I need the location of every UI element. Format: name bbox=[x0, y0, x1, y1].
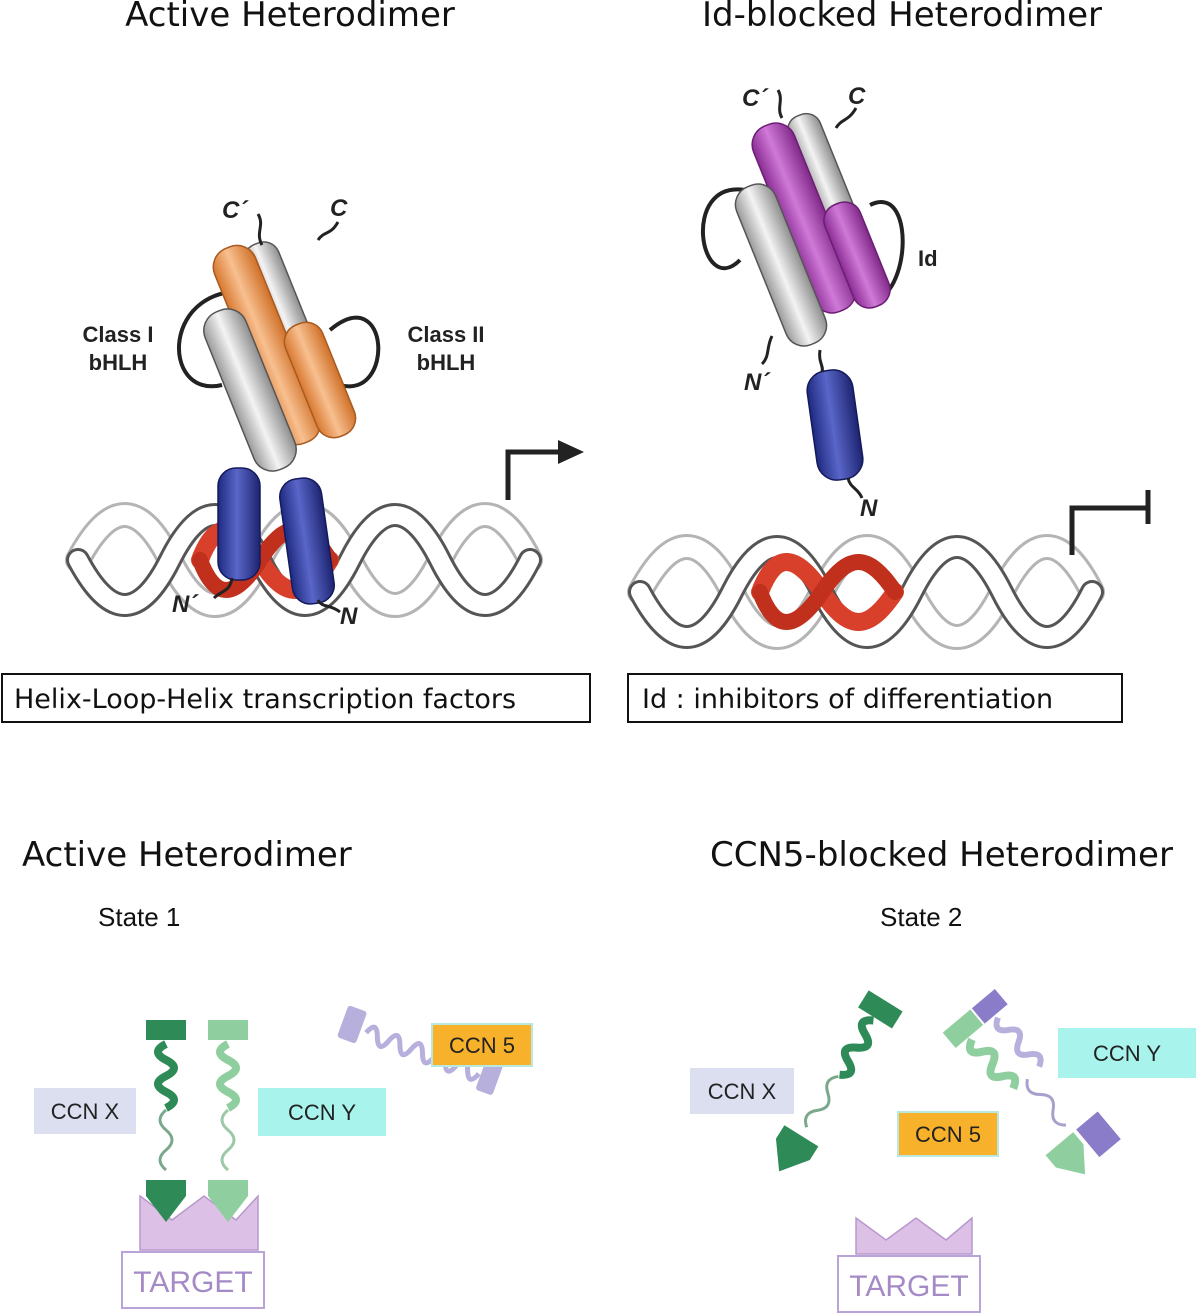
label-class2-line1: Class II bbox=[407, 322, 484, 347]
panel-c: TARGET CCN X CCN Y CCN 5 bbox=[34, 1005, 533, 1309]
label-class2-line2: bHLH bbox=[417, 350, 476, 375]
ccn5-label-d: CCN 5 bbox=[915, 1122, 981, 1147]
tail-n bbox=[316, 599, 341, 614]
ccny-coil-c bbox=[216, 1040, 240, 1112]
title-bottom-right: CCN5-blocked Heterodimer bbox=[710, 835, 1173, 875]
title-top-left: Active Heterodimer bbox=[125, 0, 455, 35]
ccny-label-d: CCN Y bbox=[1093, 1041, 1161, 1066]
label-c-b: C bbox=[848, 83, 866, 110]
label-n-b: N bbox=[860, 495, 878, 522]
tail-n-b bbox=[846, 477, 864, 499]
ccny-head-c bbox=[208, 1180, 248, 1222]
ccnx-label-c: CCN X bbox=[51, 1099, 120, 1124]
ccn5-box-c bbox=[431, 1023, 533, 1067]
ccnx-head-c bbox=[146, 1180, 186, 1222]
ccny-box-c bbox=[258, 1088, 386, 1136]
target-box-c bbox=[121, 1251, 265, 1309]
label-class1-line1: Class I bbox=[83, 322, 154, 347]
blue-helix-left bbox=[217, 467, 261, 581]
dna-helix-b bbox=[627, 534, 1105, 650]
label-n-a: N bbox=[340, 603, 358, 630]
grey-helix-front bbox=[203, 308, 297, 472]
ccny-box-d bbox=[1058, 1028, 1196, 1078]
label-c-a: C bbox=[330, 195, 348, 222]
panel-a: C´ C N´ N Class I bHLH Class II bHLH Hel… bbox=[1, 195, 591, 723]
transcription-arrow bbox=[505, 449, 562, 500]
title-bottom-left: Active Heterodimer bbox=[22, 835, 352, 875]
panel-d: TARGET CCN X CCN Y CCN 5 bbox=[690, 988, 1196, 1313]
caption-box-b bbox=[627, 673, 1123, 723]
ccn5-protein-c bbox=[337, 1005, 503, 1095]
ccnx-cap-c bbox=[146, 1020, 186, 1040]
title-top-right: Id-blocked Heterodimer bbox=[702, 0, 1102, 35]
blue-helix-b bbox=[806, 369, 864, 481]
label-n-prime-a: N´ bbox=[172, 591, 199, 618]
tail-n-prime bbox=[212, 577, 234, 600]
ccn5-label-c: CCN 5 bbox=[449, 1033, 515, 1058]
blue-helix-right bbox=[279, 477, 335, 605]
tail-c-b bbox=[834, 107, 858, 129]
ccnx-label-d: CCN X bbox=[708, 1079, 777, 1104]
label-c-prime-a: C´ bbox=[222, 197, 249, 224]
ccnx-protein-d bbox=[775, 990, 903, 1172]
ccny-label-c: CCN Y bbox=[288, 1100, 356, 1125]
caption-b: Id : inhibitors of differentiation bbox=[642, 684, 1053, 715]
caption-box-a bbox=[1, 673, 591, 723]
tail-c-prime-b bbox=[776, 89, 784, 119]
tail-c-prime bbox=[256, 213, 264, 246]
ccnx-linker-c bbox=[158, 1108, 174, 1172]
ccnx-box-c bbox=[34, 1088, 136, 1134]
blocked-arrow bbox=[1069, 505, 1148, 555]
ccnx-coil-c bbox=[154, 1040, 178, 1112]
label-n-prime-b: N´ bbox=[744, 369, 771, 396]
ccn5-box-d bbox=[897, 1111, 999, 1157]
ccny-cap-c bbox=[208, 1020, 248, 1040]
target-box-d bbox=[837, 1255, 981, 1313]
caption-a: Helix-Loop-Helix transcription factors bbox=[14, 684, 516, 715]
ccnx-box-d bbox=[690, 1068, 794, 1114]
grey-helix-b-front bbox=[734, 183, 828, 347]
panel-b: C´ C Id N´ N Id : inhibitors of differen… bbox=[627, 83, 1151, 723]
loop-grey-b bbox=[701, 187, 746, 271]
state-2-label: State 2 bbox=[880, 902, 962, 932]
label-id: Id bbox=[918, 246, 938, 271]
ccny-ccn5-complex-d bbox=[942, 988, 1121, 1175]
target-pocket-d bbox=[855, 1216, 973, 1255]
label-c-prime-b: C´ bbox=[742, 85, 769, 112]
target-label-c: TARGET bbox=[133, 1266, 252, 1299]
ccny-linker-c bbox=[220, 1108, 236, 1172]
id-helix-2 bbox=[823, 201, 891, 309]
tail-c bbox=[316, 221, 340, 241]
state-1-label: State 1 bbox=[98, 902, 180, 932]
label-class1-line2: bHLH bbox=[89, 350, 148, 375]
loop-class2 bbox=[328, 315, 381, 389]
arrow-head bbox=[558, 440, 584, 464]
tail-link-b bbox=[818, 349, 824, 373]
tail-n-prime-b bbox=[760, 335, 774, 366]
target-label-d: TARGET bbox=[849, 1270, 968, 1303]
orange-helix-2 bbox=[283, 321, 357, 439]
